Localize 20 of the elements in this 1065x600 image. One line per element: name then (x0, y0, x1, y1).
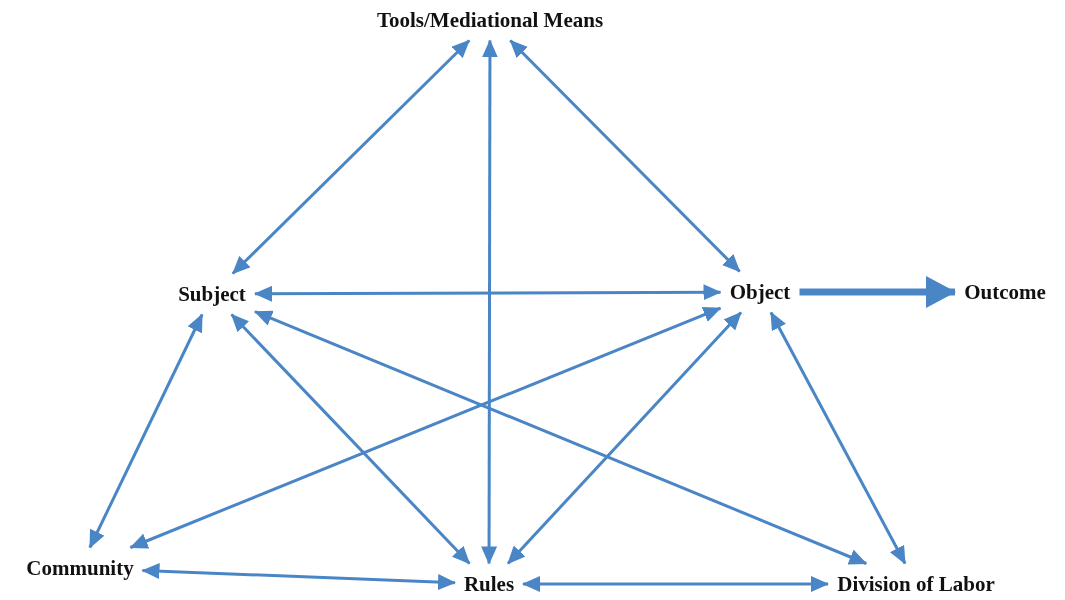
node-label: Community (23, 553, 137, 583)
double-headed-arrow (88, 313, 204, 549)
double-headed-arrow (129, 306, 722, 549)
node-label: Outcome (961, 277, 1049, 307)
node-label: Object (726, 277, 794, 307)
node-label: Rules (460, 569, 518, 599)
double-headed-arrow (522, 576, 829, 592)
double-headed-arrow (230, 313, 471, 565)
thick-arrow (799, 276, 956, 308)
double-headed-arrow (509, 39, 741, 273)
double-headed-arrow (254, 284, 722, 302)
double-headed-arrow (506, 311, 743, 565)
node-label: Tools/Mediational Means (373, 5, 607, 35)
double-headed-arrow (231, 39, 471, 275)
double-headed-arrow (141, 563, 456, 590)
node-label: Division of Labor (834, 569, 998, 599)
double-headed-arrow (254, 310, 868, 565)
double-headed-arrow (769, 311, 907, 565)
double-headed-arrow (481, 39, 498, 565)
node-label: Subject (175, 279, 249, 309)
